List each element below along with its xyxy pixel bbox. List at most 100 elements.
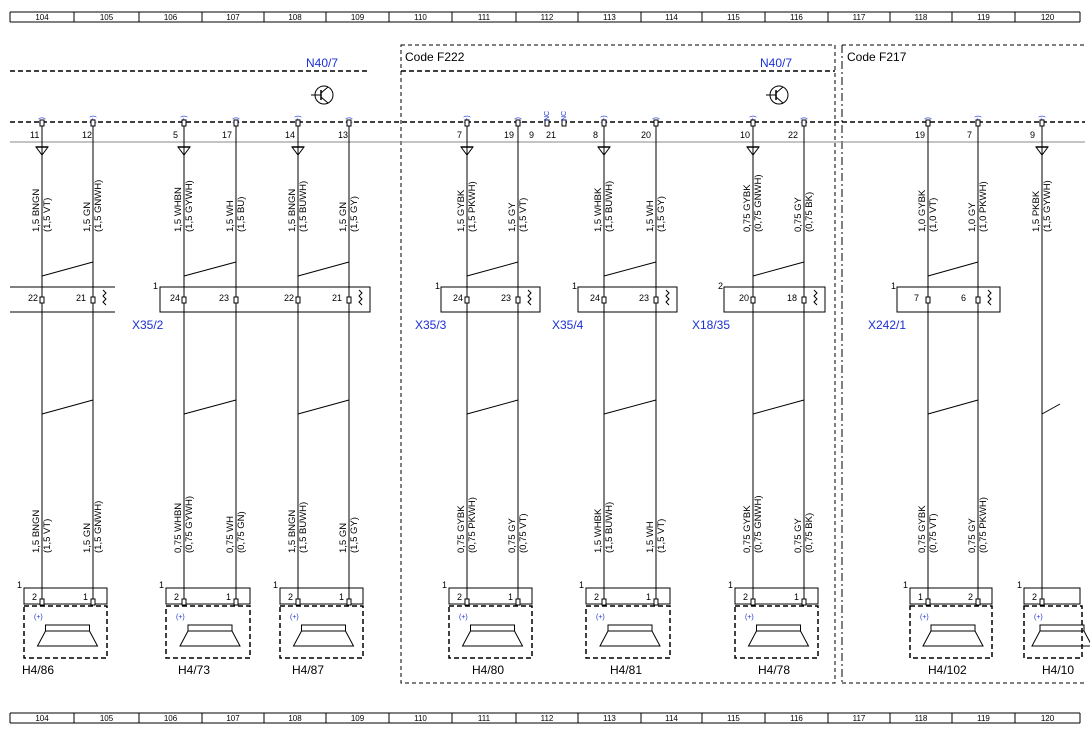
speaker-first-pin: 1 — [728, 580, 733, 590]
speaker-first-pin: 1 — [579, 580, 584, 590]
speaker-pin-number: 1 — [794, 592, 799, 602]
speaker-plus-marker: (+) — [34, 614, 43, 621]
spring-contact-icon — [102, 289, 107, 306]
connector-label: X18/35 — [692, 318, 730, 332]
connector-pin-number: 21 — [76, 293, 86, 303]
spring-contact-icon — [987, 289, 992, 306]
wire-color-label: 1,5 GN — [82, 202, 93, 232]
speaker-pin — [975, 598, 981, 606]
speaker-pin-number: 2 — [968, 592, 973, 602]
pin-contact — [801, 119, 807, 127]
wire-color-label: 0,75 GY — [793, 517, 804, 553]
wire-color-alt-label: (1,5 GY) — [349, 196, 360, 232]
pin-contact — [515, 119, 521, 127]
code-f217-label: Code F217 — [847, 50, 907, 64]
connector-first-pin: 1 — [435, 281, 440, 291]
twisted-pair-marker — [603, 261, 657, 277]
speaker-icon — [756, 624, 801, 632]
nc-label: NC — [544, 111, 551, 121]
speaker-label: H4/10 — [1042, 663, 1074, 677]
connector-pin — [750, 296, 756, 304]
wire-color-alt-label: (0,75 VT) — [928, 513, 939, 553]
ruler-column-number: 115 — [727, 13, 740, 22]
connector-pin — [975, 296, 981, 304]
speaker-connector — [909, 587, 993, 605]
speaker-pin — [464, 598, 470, 606]
speaker-plus-marker: (+) — [290, 614, 299, 621]
connector-pin — [39, 296, 45, 304]
connector-pin — [233, 296, 239, 304]
ruler-column-number: 110 — [414, 13, 427, 22]
wire-color-label: 1,5 GN — [338, 523, 349, 553]
speaker-plus-marker: (+) — [176, 614, 185, 621]
speaker-plus-marker: (+) — [745, 614, 754, 621]
speaker-pin-number: 1 — [339, 592, 344, 602]
wire-color-alt-label: (1,5 PKWH) — [467, 181, 478, 232]
speaker-pin — [1039, 598, 1045, 606]
ruler-column-number: 113 — [603, 13, 616, 22]
ruler-column-number: 119 — [977, 714, 990, 723]
speaker-label: H4/102 — [928, 663, 967, 677]
pin-number: 11 — [30, 130, 39, 140]
connector-first-pin: 1 — [891, 281, 896, 291]
wire-color-label: 1,5 PKBK — [1031, 190, 1042, 232]
wire-color-label: 1,0 GYBK — [917, 189, 928, 232]
pin-contact — [925, 119, 931, 127]
speaker-pin-number: 1 — [226, 592, 231, 602]
wire-color-label: 1,0 GY — [967, 202, 978, 232]
ruler-column-number: 115 — [727, 714, 740, 723]
wire-color-alt-label: (1,5 BUWH) — [604, 502, 615, 553]
ruler-column-number: 118 — [915, 714, 928, 723]
speaker-frame — [165, 605, 251, 659]
ruler-column-number: 116 — [790, 13, 803, 22]
wire-color-alt-label: (1,5 BUWH) — [298, 502, 309, 553]
speaker-frame — [279, 605, 364, 659]
connector-pin-number: 22 — [28, 293, 38, 303]
pin-number: 12 — [82, 130, 92, 140]
speaker-pin — [750, 598, 756, 606]
speaker-icon — [930, 624, 976, 632]
speaker-cone-icon — [747, 630, 810, 647]
speaker-cone-icon — [922, 630, 984, 647]
connector-pin-number: 24 — [590, 293, 600, 303]
wire-color-label: 1,5 GY — [507, 202, 518, 232]
connector-pin-number: 23 — [639, 293, 649, 303]
speaker-plus-marker: (+) — [596, 614, 605, 621]
connector-pin-number: 7 — [914, 293, 919, 303]
pin-contact — [601, 119, 607, 127]
wire-color-label: 1,5 WH — [225, 200, 236, 232]
spring-contact-icon — [813, 289, 818, 306]
connector-label: X35/2 — [132, 318, 164, 332]
ruler-column-number: 118 — [915, 13, 928, 22]
pin-contact — [233, 119, 239, 127]
speaker-pin-number: 1 — [918, 592, 923, 602]
twisted-pair-marker — [466, 399, 519, 415]
wire-color-label: 1,5 GN — [82, 523, 93, 553]
speaker-connector — [448, 587, 533, 605]
ruler-column-number: 116 — [790, 714, 803, 723]
twisted-pair-marker — [41, 261, 94, 277]
connector-pin-number: 21 — [332, 293, 342, 303]
speaker-pin — [181, 598, 187, 606]
connector-pin — [295, 296, 301, 304]
connector-housing — [159, 286, 371, 313]
connector-pin-number: 22 — [284, 293, 294, 303]
wire-color-label: 0,75 WHBN — [173, 503, 184, 553]
wires: 1,5 BNGN(1,5 VT)1,5 GN(1,5 GNWH)1,5 WHBN… — [31, 126, 1061, 600]
speaker-label: H4/86 — [22, 663, 54, 677]
wire-color-alt-label: (0,75 GNWH) — [753, 174, 764, 232]
transistor-icon — [311, 85, 334, 105]
connector-first-pin: 2 — [718, 281, 723, 291]
connector-pin — [464, 296, 470, 304]
pin-contact — [181, 119, 187, 127]
connector-label: X242/1 — [868, 318, 906, 332]
speaker-pin-number: 2 — [174, 592, 179, 602]
pin-number: 5 — [173, 130, 178, 140]
wire-color-label: 0,75 GYBK — [917, 505, 928, 553]
pin-number: 7 — [967, 130, 972, 140]
ruler-column-number: 108 — [288, 13, 302, 22]
wire-color-label: 0,75 GYBK — [742, 505, 753, 553]
ruler-column-number: 113 — [603, 714, 616, 723]
wire-color-label: 1,5 WH — [645, 521, 656, 553]
